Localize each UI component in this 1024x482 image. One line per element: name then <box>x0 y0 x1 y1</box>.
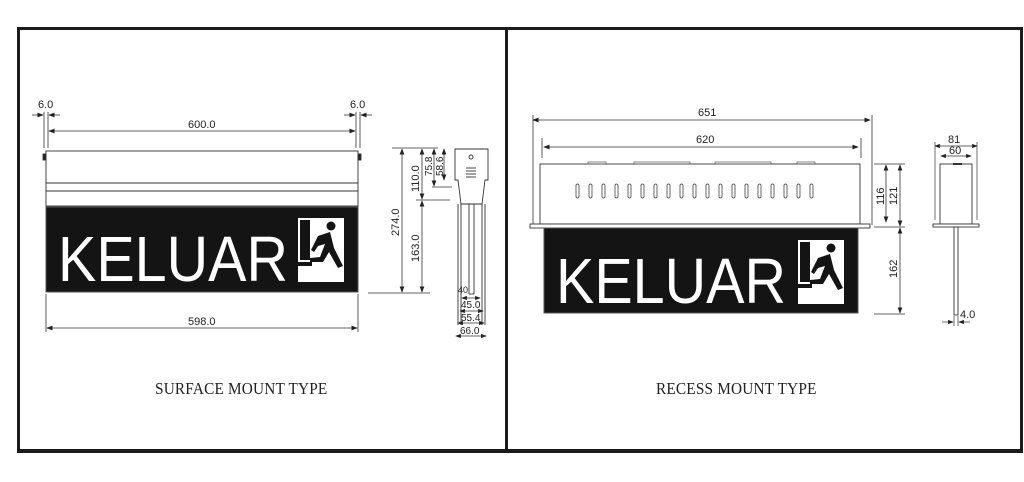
dim-45-label: 45.0 <box>461 300 481 311</box>
recess-top-vents <box>587 161 816 165</box>
recess-depth-outer-label: 81 <box>948 134 960 146</box>
recess-thickness-label: 4.0 <box>960 309 975 321</box>
recess-housing-height-label: 116 <box>875 187 887 205</box>
height-dimensions <box>368 147 452 294</box>
surface-sign-text: KELUAR <box>58 223 288 295</box>
dim-66-label: 66.0 <box>460 326 480 337</box>
recess-side-profile <box>932 163 980 316</box>
recess-flange-height-label: 121 <box>888 187 900 205</box>
recess-depth-dimensions <box>934 142 978 326</box>
recess-overall-width-label: 651 <box>698 107 716 119</box>
depth-dimensions <box>455 295 487 339</box>
offset-right-label: 6.0 <box>350 99 365 111</box>
offset-dimension-left <box>32 112 60 148</box>
dim-40-label: 40 <box>458 285 468 295</box>
recess-housing-width-label: 620 <box>696 134 714 146</box>
recess-depth-inner-label: 60 <box>949 145 961 157</box>
running-man-exit-icon <box>298 218 344 282</box>
drawing-frame <box>17 27 1023 453</box>
recess-running-man-exit-icon <box>798 240 844 304</box>
dim-58-label: 58.6 <box>435 156 446 176</box>
surface-housing <box>42 150 362 207</box>
dim-55-label: 55.4 <box>461 313 481 324</box>
panel-width-label: 598.0 <box>188 316 216 328</box>
recess-sign-text: KELUAR <box>556 245 786 317</box>
dim-75-label: 75.8 <box>424 156 435 176</box>
panel-height-label: 163.0 <box>410 234 422 262</box>
surface-side-profile <box>454 148 489 325</box>
recess-housing <box>529 163 871 229</box>
offset-left-label: 6.0 <box>38 99 53 111</box>
recess-mount-caption: RECESS MOUNT TYPE <box>656 379 817 398</box>
total-height-label: 274.0 <box>390 208 402 236</box>
housing-height-label: 110.0 <box>410 165 422 192</box>
surface-mount-caption: SURFACE MOUNT TYPE <box>155 379 328 398</box>
recess-vent-slots <box>575 183 814 199</box>
recess-panel-height-label: 162 <box>888 260 900 278</box>
panel-divider <box>505 27 508 451</box>
panel-width-dimension <box>45 294 359 332</box>
recess-height-dimensions <box>874 163 905 315</box>
overall-width-label: 600.0 <box>188 119 216 131</box>
offset-dimension-right <box>344 112 372 148</box>
